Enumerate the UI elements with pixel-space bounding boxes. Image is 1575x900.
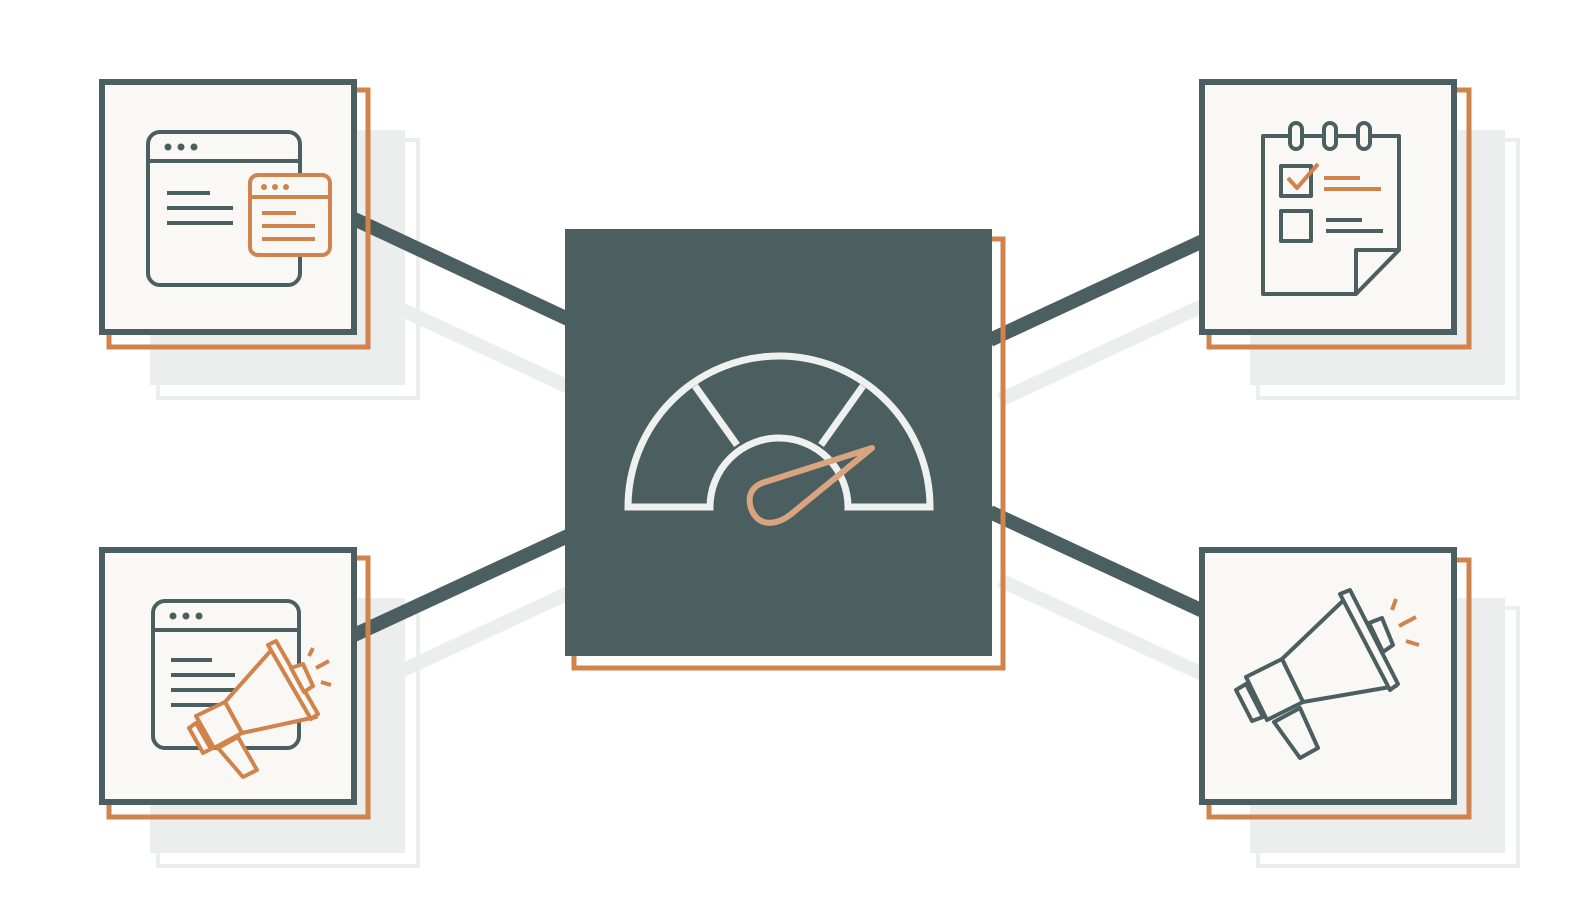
speedometer-gauge-icon bbox=[624, 352, 934, 526]
card-top-left bbox=[99, 79, 371, 350]
browser-windows-icon bbox=[146, 130, 332, 287]
connectors bbox=[349, 211, 1208, 643]
browser-megaphone-icon bbox=[151, 599, 332, 779]
card-bottom-right bbox=[1199, 547, 1472, 820]
connector-bottom-right bbox=[987, 505, 1208, 619]
checklist-calendar-icon bbox=[1261, 121, 1401, 296]
connector-bottom-left bbox=[349, 528, 573, 643]
card-top-right bbox=[1199, 79, 1472, 350]
connector-top-left bbox=[349, 211, 573, 327]
card-bottom-left bbox=[99, 547, 371, 820]
hub-card bbox=[565, 229, 1006, 671]
megaphone-icon bbox=[1234, 588, 1420, 760]
connector-top-right bbox=[987, 233, 1208, 347]
